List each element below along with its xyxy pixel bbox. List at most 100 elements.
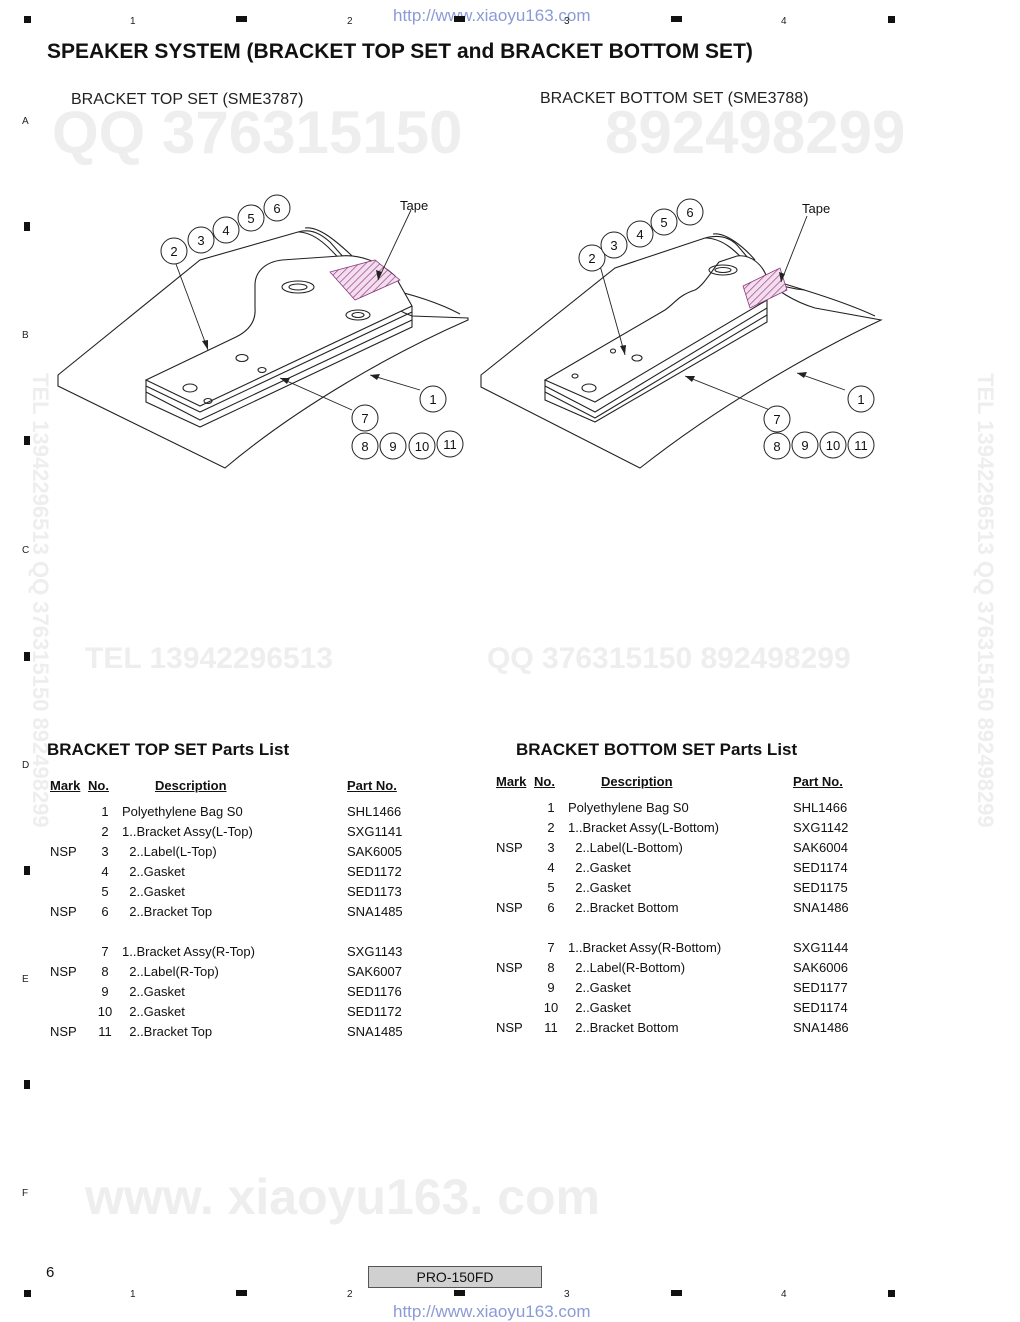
- column-tick-2: 2: [347, 16, 353, 27]
- table-row: [490, 917, 893, 937]
- row-no: [88, 921, 122, 941]
- bottom-callout-4: 4: [636, 227, 643, 242]
- row-mark: [490, 917, 534, 937]
- top-tape-label: Tape: [400, 198, 429, 213]
- row-mark: [490, 857, 534, 877]
- row-no: 11: [98, 1023, 112, 1039]
- table-row: 9 2..Gasket SED1176: [44, 981, 447, 1001]
- row-no: 7: [547, 939, 555, 955]
- border-mark: [454, 1290, 465, 1296]
- bottom-callout-2: 2: [588, 251, 595, 266]
- footer-url[interactable]: http://www.xiaoyu163.com: [393, 1302, 591, 1321]
- column-tick-3: 3: [564, 16, 570, 27]
- column-tick-1: 1: [130, 16, 136, 27]
- bottom-tape-label: Tape: [802, 201, 831, 216]
- row-part: SAK6007: [347, 963, 402, 979]
- bottom-callout-3: 3: [610, 238, 617, 253]
- border-mark: [24, 866, 30, 875]
- row-part: SXG1142: [793, 819, 849, 835]
- row-tick-b: B: [22, 330, 29, 341]
- bottom-set-callouts: 2 3 4 5 6 1 7 8 9 10 11: [578, 198, 875, 460]
- top-set-callouts: 2 3 4 5 6 1 7 8 9 10 11: [160, 194, 464, 460]
- table-row: [44, 921, 447, 941]
- corner-mark: [24, 16, 31, 23]
- row-desc: 1..Bracket Assy(L-Top): [122, 823, 253, 839]
- border-mark: [24, 436, 30, 445]
- row-desc: 2..Bracket Top: [122, 903, 213, 919]
- table-row: 1 Polyethylene Bag S0 SHL1466: [490, 797, 893, 817]
- bottom-callout-1: 1: [857, 392, 864, 407]
- row-desc: 2..Gasket: [568, 879, 631, 895]
- row-desc: 1..Bracket Assy(R-Top): [122, 943, 255, 959]
- watermark-site: www. xiaoyu163. com: [85, 1169, 601, 1225]
- bottom-callout-5: 5: [660, 215, 667, 230]
- row-mark: NSP: [496, 1019, 523, 1035]
- row-desc: 1..Bracket Assy(L-Bottom): [568, 819, 719, 835]
- row-tick-c: C: [22, 545, 30, 556]
- row-desc: 2..Gasket: [122, 863, 185, 879]
- row-mark: NSP: [50, 843, 77, 859]
- row-no: 9: [101, 983, 109, 999]
- row-mark: NSP: [496, 839, 523, 855]
- watermark-tel: TEL 13942296513: [85, 642, 333, 675]
- top-callout-10: 10: [415, 439, 429, 454]
- row-part: SED1174: [793, 999, 848, 1015]
- bottom-parts-heading: BRACKET BOTTOM SET Parts List: [516, 740, 798, 759]
- row-mark: [490, 937, 534, 957]
- page-title: SPEAKER SYSTEM (BRACKET TOP SET and BRAC…: [47, 40, 753, 63]
- bottom-callout-11: 11: [854, 438, 868, 453]
- top-callout-4: 4: [222, 223, 229, 238]
- row-part: SED1176: [347, 983, 402, 999]
- row-mark: NSP: [50, 963, 77, 979]
- row-desc: [568, 917, 793, 937]
- bottom-callout-10: 10: [826, 438, 840, 453]
- header-url[interactable]: http://www.xiaoyu163.com: [393, 6, 591, 25]
- row-no: 2: [547, 819, 555, 835]
- row-no: 3: [101, 843, 109, 859]
- row-tick-f: F: [22, 1188, 29, 1199]
- row-no: 4: [547, 859, 555, 875]
- row-part: SED1174: [793, 859, 848, 875]
- bottom-set-subtitle: BRACKET BOTTOM SET (SME3788): [540, 90, 809, 107]
- top-set-subtitle: BRACKET TOP SET (SME3787): [71, 91, 304, 108]
- row-desc: Polyethylene Bag S0: [568, 799, 689, 815]
- col-part: Part No.: [793, 774, 843, 789]
- top-parts-heading: BRACKET TOP SET Parts List: [47, 740, 290, 759]
- row-part: SHL1466: [347, 803, 402, 819]
- row-part: [347, 921, 447, 941]
- row-part: SHL1466: [793, 799, 848, 815]
- top-callout-1: 1: [429, 392, 436, 407]
- row-no: 6: [101, 903, 109, 919]
- top-callout-9: 9: [389, 439, 396, 454]
- row-part: SNA1485: [347, 1023, 403, 1039]
- row-part: SXG1143: [347, 943, 403, 959]
- row-mark: [490, 797, 534, 817]
- row-no: 1: [547, 799, 555, 815]
- row-no: 4: [101, 863, 109, 879]
- row-mark: [490, 997, 534, 1017]
- row-part: SNA1486: [793, 899, 849, 915]
- column-tick-4-bottom: 4: [781, 1289, 787, 1300]
- border-mark: [24, 652, 30, 661]
- border-mark: [236, 1290, 247, 1296]
- row-no: 6: [547, 899, 555, 915]
- row-desc: Polyethylene Bag S0: [122, 803, 243, 819]
- row-no: 10: [97, 1003, 113, 1019]
- border-mark: [454, 16, 465, 22]
- row-desc: 2..Gasket: [122, 983, 185, 999]
- row-mark: [44, 921, 88, 941]
- bottom-callout-8: 8: [773, 439, 780, 454]
